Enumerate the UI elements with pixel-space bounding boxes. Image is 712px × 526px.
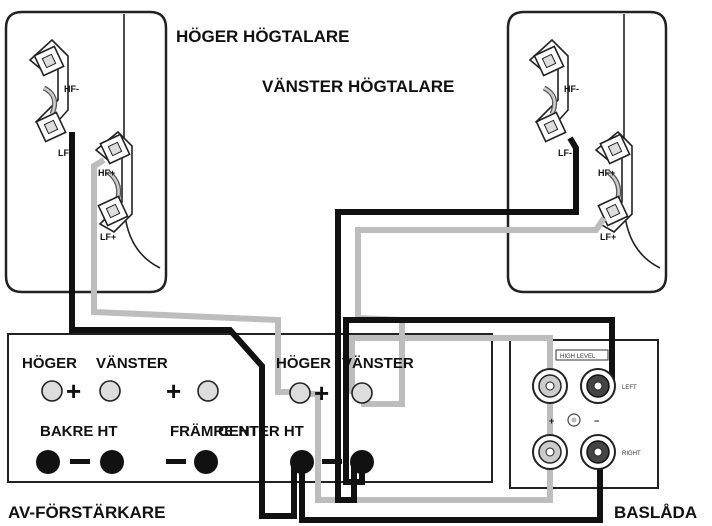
- sub-left-minus-jack: [580, 368, 616, 404]
- right-speaker-cabinet: [4, 10, 168, 294]
- right-speaker-lf-minus-label: LF-: [58, 148, 72, 158]
- left-speaker-hf-minus-label: HF-: [564, 84, 579, 94]
- subwoofer-panel: [509, 339, 659, 489]
- front-left-label: VÄNSTER: [342, 355, 414, 372]
- plus-icon: +: [66, 376, 81, 406]
- left-speaker-lf-plus-label: LF+: [600, 232, 616, 242]
- rear-left-label: VÄNSTER: [96, 355, 168, 372]
- right-speaker: HF- LF- HF+ LF+: [4, 10, 168, 294]
- minus-icon: [70, 459, 90, 464]
- amplifier-box: [7, 333, 493, 483]
- rear-right-label: HÖGER: [22, 355, 77, 372]
- left-speaker-cabinet: [506, 10, 668, 294]
- sub-plus-label: +: [549, 416, 554, 426]
- rear-ht-label: BAKRE HT: [40, 423, 118, 440]
- rear-minus-terminal-2: [100, 450, 124, 474]
- left-speaker: HF- LF- HF+ LF+: [506, 10, 668, 294]
- cable-sub-lower: [300, 391, 553, 503]
- right-speaker-hf-plus-label: HF+: [98, 168, 115, 178]
- minus-icon: [166, 459, 186, 464]
- front-minus-terminal-2: [350, 450, 374, 474]
- subwoofer-title: BASLÅDA: [614, 503, 697, 522]
- center-ht-label: CENTER HT: [218, 423, 304, 440]
- right-speaker-title: HÖGER HÖGTALARE: [176, 27, 349, 46]
- dark-cables: [69, 132, 615, 523]
- sub-right-minus-jack: [580, 434, 616, 470]
- front-right-label: HÖGER: [276, 355, 331, 372]
- minus-icon: [322, 459, 342, 464]
- rear-plus-terminal-2: [99, 380, 121, 402]
- cable-sub-right-dark: [299, 452, 603, 523]
- sub-left-plus-jack: [532, 368, 568, 404]
- left-speaker-title: VÄNSTER HÖGTALARE: [262, 77, 454, 96]
- rear-minus-terminal-3: [194, 450, 218, 474]
- light-cables: [91, 157, 607, 503]
- front-ht-label: FRÄMRE HT: [170, 423, 258, 440]
- right-speaker-lf-plus-label: LF+: [100, 232, 116, 242]
- sub-right-label: RIGHT: [622, 451, 641, 457]
- rear-plus-terminal-3: [197, 380, 219, 402]
- subwoofer-panel-label: HIGH LEVEL: [560, 354, 596, 360]
- right-speaker-hf-minus-label: HF-: [64, 84, 79, 94]
- sub-right-plus-jack: [532, 434, 568, 470]
- left-speaker-lf-minus-label: LF-: [558, 148, 572, 158]
- sub-minus-label: −: [594, 416, 599, 426]
- rear-plus-terminal-1: [41, 380, 63, 402]
- amplifier-title: AV-FÖRSTÄRKARE: [8, 503, 165, 522]
- plus-icon: +: [314, 378, 329, 408]
- cable-right-lf-minus: [69, 132, 297, 519]
- front-minus-terminal-1: [290, 450, 314, 474]
- sub-left-label: LEFT: [622, 385, 637, 391]
- cable-left-lf-minus: [335, 136, 579, 503]
- plus-icon: +: [166, 376, 181, 406]
- left-speaker-hf-plus-label: HF+: [598, 168, 615, 178]
- front-plus-terminal-2: [351, 382, 373, 404]
- rear-minus-terminal-1: [36, 450, 60, 474]
- cable-right-hf-plus: [91, 157, 300, 395]
- front-plus-terminal-1: [289, 382, 311, 404]
